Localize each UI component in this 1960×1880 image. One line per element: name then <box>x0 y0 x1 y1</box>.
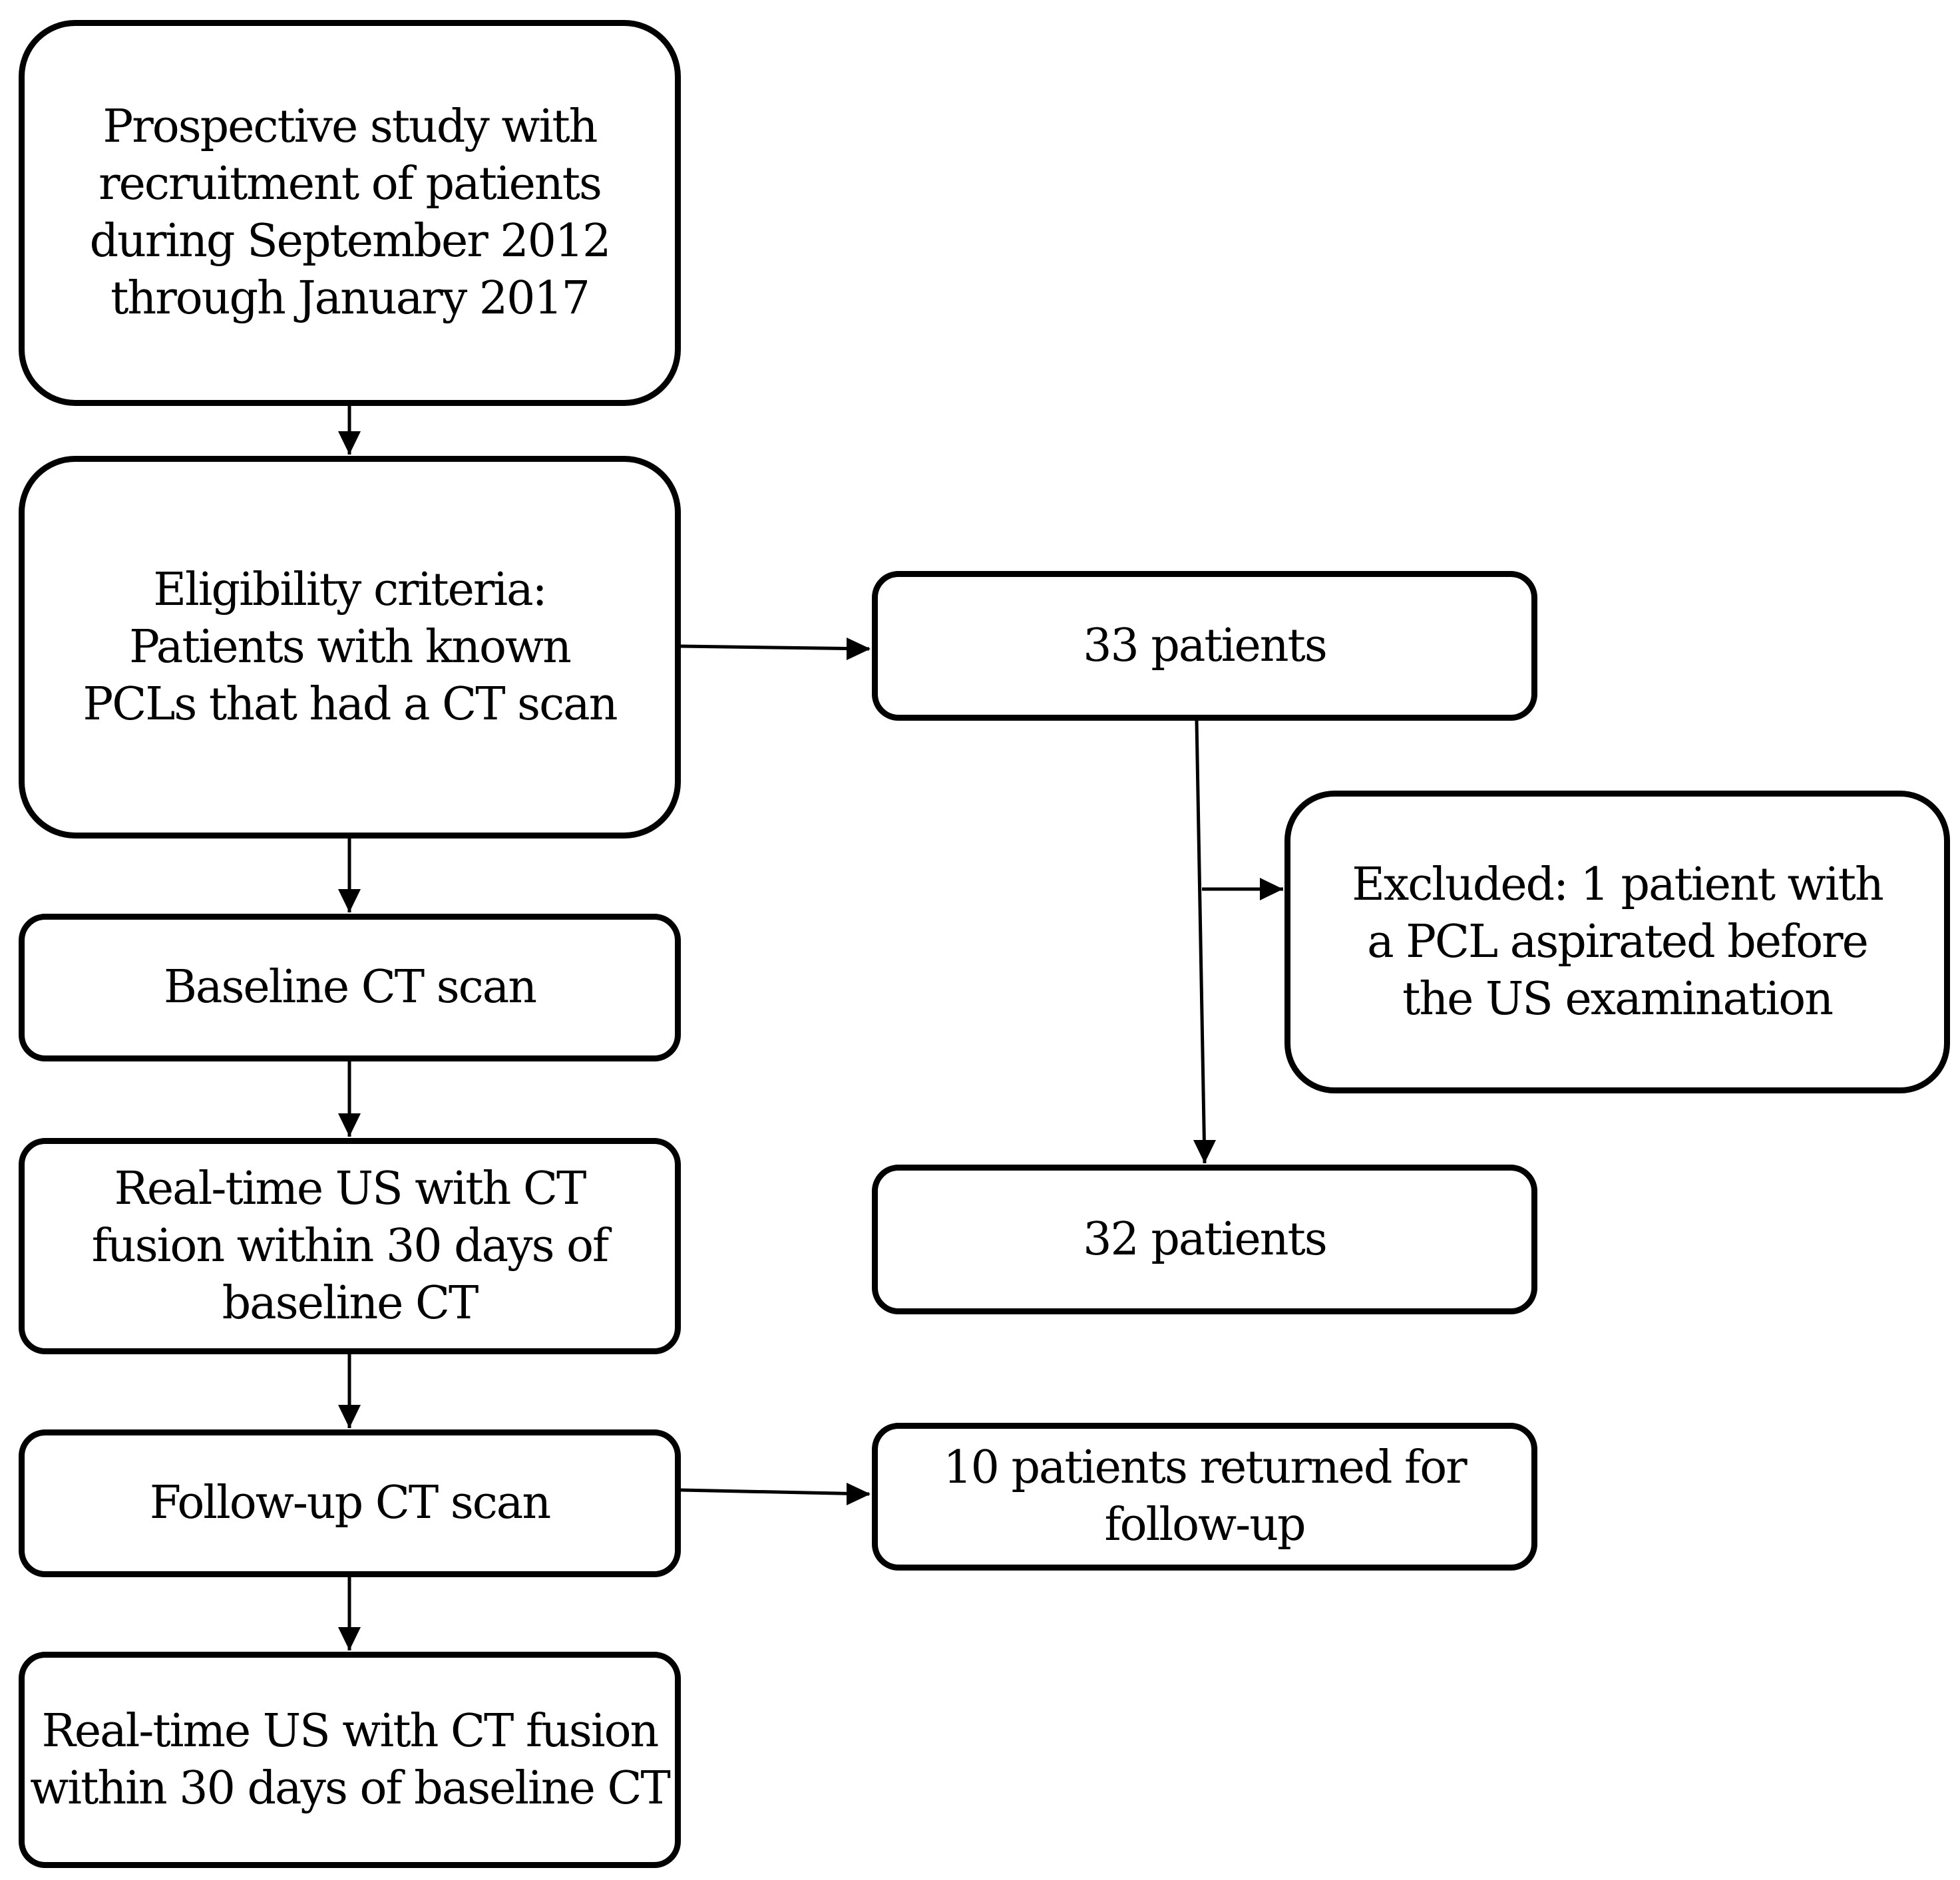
arrow-33-to-32-patients <box>1195 720 1207 1164</box>
arrow-followup-to-10-patients <box>680 1488 870 1496</box>
followup-ct-box-label: Follow-up CT scan <box>149 1477 551 1529</box>
excluded-box-label: Excluded: 1 patient with a PCL aspirated… <box>1352 858 1884 1026</box>
excluded-box: Excluded: 1 patient with a PCL aspirated… <box>1284 791 1950 1093</box>
eligibility-box: Eligibility criteria: Patients with know… <box>19 456 681 839</box>
arrowhead-study-to-eligibility <box>338 431 361 455</box>
realtime-us-followup-box: Real-time US with CT fusion within 30 da… <box>19 1652 681 1868</box>
study-box-label: Prospective study with recruitment of pa… <box>89 100 612 325</box>
patients-32-box: 32 patients <box>872 1165 1537 1314</box>
realtime-us-box: Real-time US with CT fusion within 30 da… <box>19 1138 681 1354</box>
followup-returned-box: 10 patients returned for follow-up <box>872 1423 1537 1571</box>
arrowhead-realtime-us-to-followup <box>338 1405 361 1428</box>
arrowhead-followup-to-10-patients <box>847 1483 871 1505</box>
arrow-eligibility-to-33-patients <box>680 644 870 651</box>
arrowhead-eligibility-to-baseline <box>338 889 361 912</box>
arrowhead-baseline-to-realtime-us <box>338 1113 361 1137</box>
patients-33-box-label: 33 patients <box>1083 619 1328 672</box>
patients-32-box-label: 32 patients <box>1083 1213 1328 1266</box>
realtime-us-box-label: Real-time US with CT fusion within 30 da… <box>91 1162 609 1330</box>
realtime-us-followup-box-label: Real-time US with CT fusion within 30 da… <box>30 1704 671 1815</box>
followup-ct-box: Follow-up CT scan <box>19 1429 681 1577</box>
eligibility-box-label: Eligibility criteria: Patients with know… <box>83 563 618 731</box>
baseline-ct-box-label: Baseline CT scan <box>163 961 537 1014</box>
followup-returned-box-label: 10 patients returned for follow-up <box>943 1441 1467 1551</box>
study-box: Prospective study with recruitment of pa… <box>19 20 681 406</box>
arrowhead-eligibility-to-33-patients <box>847 638 871 660</box>
arrowhead-to-excluded <box>1260 878 1283 900</box>
baseline-ct-box: Baseline CT scan <box>19 914 681 1061</box>
arrowhead-33-to-32-patients <box>1193 1140 1216 1163</box>
patients-33-box: 33 patients <box>872 571 1537 721</box>
arrowhead-followup-to-realtime-us-followup <box>338 1627 361 1650</box>
